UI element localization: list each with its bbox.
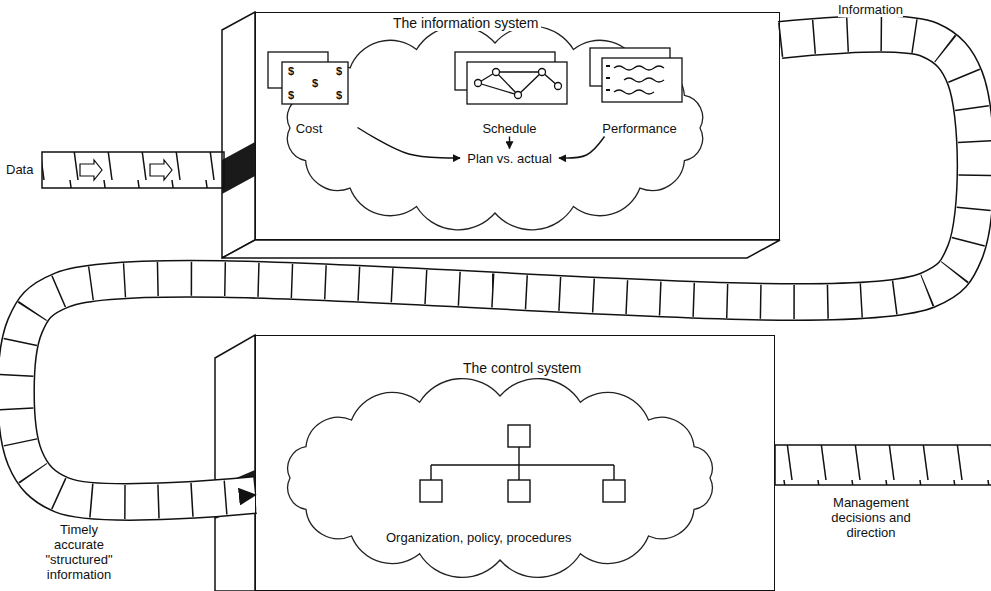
flow-label: Data <box>6 162 33 177</box>
document-icon <box>282 62 348 104</box>
tape-outline <box>16 34 976 502</box>
label-slot: Timely accurate "structured" information <box>34 522 124 582</box>
schedule-item: Schedule <box>450 50 570 136</box>
flow-arrow <box>509 137 510 149</box>
org-box <box>603 480 625 502</box>
label-slot: $ <box>288 89 294 101</box>
tape-stripes <box>16 34 976 502</box>
node-text: Performance <box>600 121 678 136</box>
arrow-line <box>358 128 461 159</box>
network-node <box>515 92 522 99</box>
node-text: Cost <box>294 121 325 136</box>
flow-arrow <box>80 160 172 180</box>
node-text: Organization, policy, procedures <box>384 530 573 545</box>
text-scribble <box>614 66 664 94</box>
arrow-line <box>509 137 510 149</box>
network-node <box>475 80 482 87</box>
label-slot: Management decisions and direction <box>806 495 936 540</box>
network-node <box>493 69 500 76</box>
currency-sign: $ <box>288 65 294 77</box>
box-bottom-face <box>222 240 780 258</box>
label-slot: $ <box>312 77 318 89</box>
network-nodes <box>475 69 562 99</box>
box-side-face <box>222 12 255 258</box>
input-slot <box>222 142 255 194</box>
label-slot: Information <box>838 2 903 17</box>
bullet-marks <box>606 66 610 90</box>
data-tape <box>16 34 976 502</box>
performance-item: Performance <box>585 48 695 136</box>
org-lines <box>431 447 614 480</box>
box-heading: The control system <box>461 360 583 376</box>
output-tape <box>775 445 991 485</box>
label-slot: $ <box>288 65 294 77</box>
box-heading: The information system <box>391 15 541 31</box>
cloud-outline <box>288 379 713 578</box>
cloud-outline <box>287 26 702 230</box>
org-box <box>420 480 442 502</box>
node-text: Schedule <box>480 121 538 136</box>
label-slot: Data <box>6 162 33 177</box>
flow-label: Information <box>838 2 903 17</box>
document-icon <box>467 62 567 104</box>
currency-sign: $ <box>288 89 294 101</box>
org-chart <box>420 425 625 502</box>
org-box <box>508 480 530 502</box>
org-box <box>508 425 530 447</box>
flow-label: Timely accurate "structured" information <box>34 522 124 582</box>
flow-arrow <box>559 137 605 159</box>
label-slot: $ <box>336 65 342 77</box>
flow-label: Management decisions and direction <box>806 495 936 540</box>
box-side-face <box>215 335 255 591</box>
currency-sign: $ <box>336 65 342 77</box>
cost-item: Cost <box>262 50 357 136</box>
network-node <box>555 83 562 90</box>
currency-sign: $ <box>312 77 318 89</box>
document-icon <box>602 58 682 102</box>
flow-arrow <box>358 128 461 159</box>
node-text: Plan vs. actual <box>465 151 554 166</box>
tape-direction <box>16 34 976 502</box>
currency-sign: $ <box>336 89 342 101</box>
data-tape <box>42 152 224 188</box>
label-slot: $ <box>336 89 342 101</box>
tape-fill <box>16 34 976 502</box>
system-box: The control systemOrganization, policy, … <box>255 335 775 591</box>
network-node <box>539 69 546 76</box>
system-box: The information systemCost Schedule Perfor… <box>255 12 780 240</box>
arrow-line <box>559 137 605 159</box>
comparison-node: Plan vs. actual <box>461 150 558 167</box>
